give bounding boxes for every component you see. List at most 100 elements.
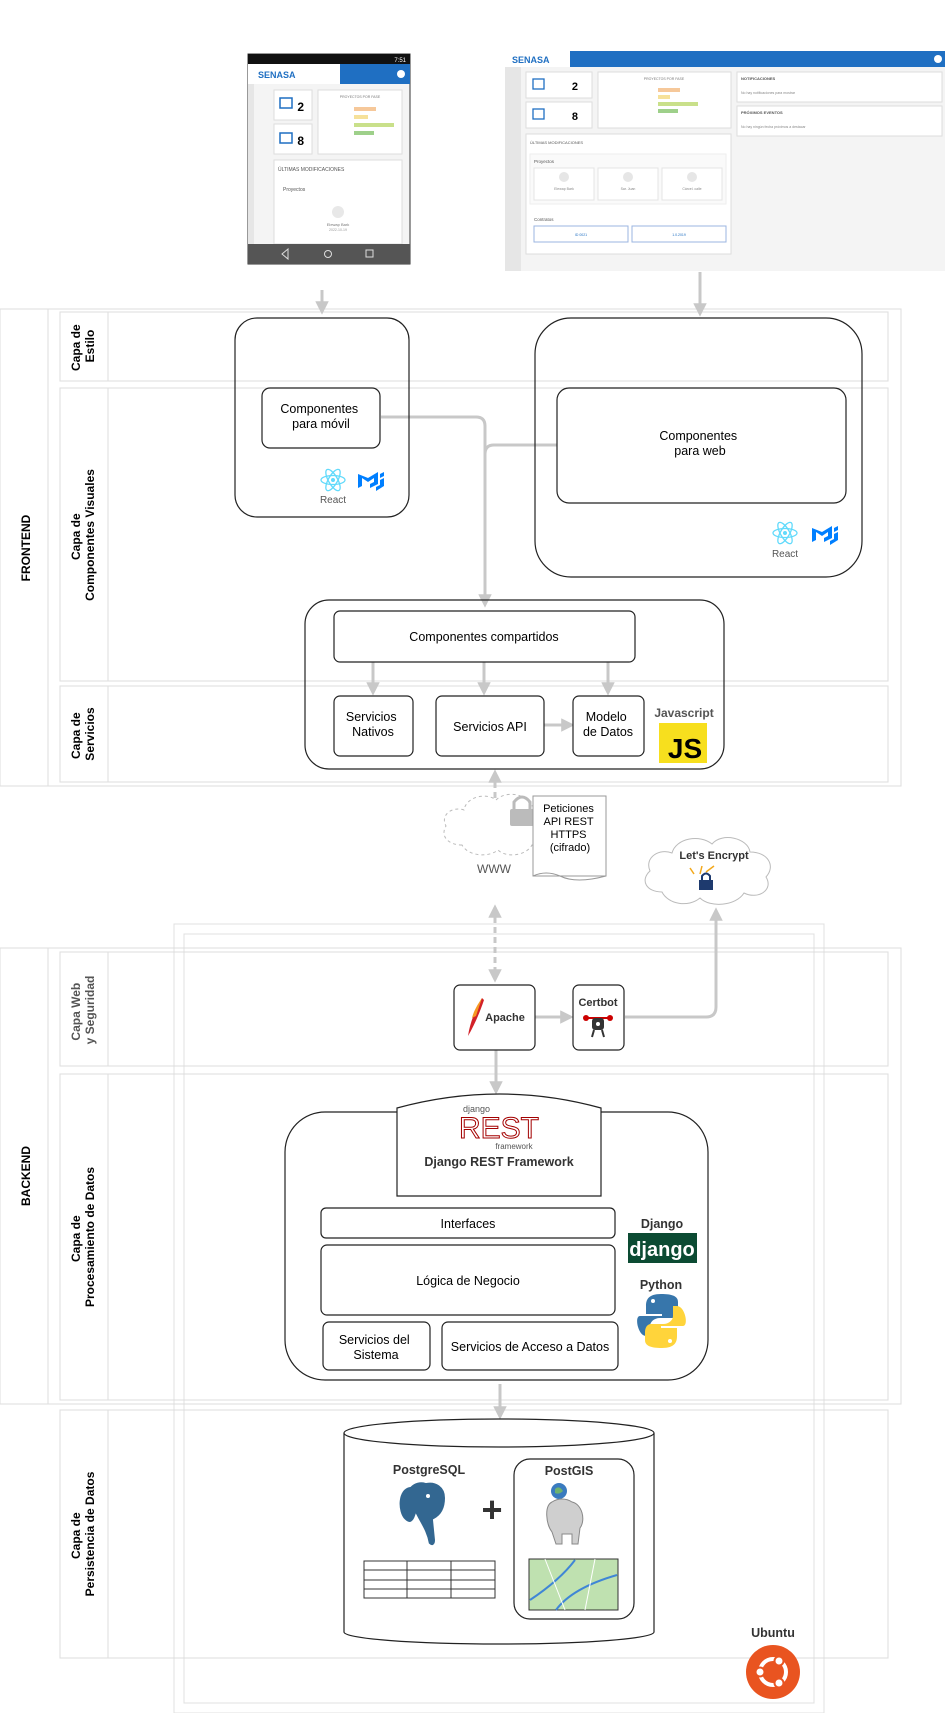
web-stat1: 2: [572, 81, 578, 93]
note-line2: API REST: [544, 816, 594, 828]
api-services-label: Servicios API: [453, 720, 527, 734]
mobile-item-name: Elewap Bark: [327, 222, 349, 227]
style-layer-line1: Capa de: [69, 324, 83, 371]
web-components-line1: Componentes: [659, 429, 737, 443]
django-logo-text: django: [629, 1239, 695, 1261]
persistence-layer-band: [59, 1409, 889, 1659]
svg-text:Capa Web y Seguridad: Capa Web y Seguridad: [69, 976, 97, 1045]
web-container: Componentes para web React: [534, 317, 863, 578]
web-security-layer-band: [59, 951, 889, 1067]
mui-icon: [358, 472, 384, 491]
python-label: Python: [640, 1278, 682, 1292]
apache-box: Apache: [453, 984, 536, 1051]
processing-layer-band: [59, 1073, 889, 1401]
mobile-components-box: [261, 387, 381, 449]
mobile-logo: SENASA: [258, 70, 296, 80]
postgis-elephant-icon: [546, 1483, 584, 1545]
web-security-layer-line1: Capa Web: [69, 983, 83, 1041]
note-line5: (cifrado): [550, 842, 590, 854]
web-contract-1: 1.0.2019: [672, 233, 686, 237]
processing-layer-line2: Procesamiento de Datos: [83, 1167, 97, 1307]
django-logo-icon: [628, 1233, 697, 1263]
persistence-layer-line1: Capa de: [69, 1512, 83, 1559]
web-item-0: Elewap Bark: [554, 187, 574, 191]
react-label-web: React: [772, 549, 798, 560]
system-services-line2: Sistema: [353, 1348, 398, 1362]
ubuntu-logo-icon: [746, 1645, 800, 1699]
ubuntu-badge: Ubuntu: [746, 1626, 800, 1699]
web-chart-title: PROYECTOS POR FASE: [644, 77, 685, 81]
mobile-screenshot: 7:51 SENASA 2 8 PROYECTOS POR FASE ÚLTIM…: [247, 53, 411, 265]
lets-encrypt-label: Let's Encrypt: [679, 850, 749, 862]
services-layer-line2: Servicios: [83, 707, 97, 761]
visual-components-layer-band: [59, 387, 889, 682]
data-access-box: [441, 1321, 619, 1371]
visual-layer-line2: Componentes Visuales: [83, 469, 97, 601]
svg-text:Peticiones API REST: Peticiones API REST HTTPS (cifrado): [543, 803, 597, 854]
mobile-time: 7:51: [394, 58, 406, 64]
postgresql-elephant-icon: [397, 1480, 448, 1548]
data-model-line2: de Datos: [583, 725, 633, 739]
arrow-mobile-to-shared: [381, 415, 492, 608]
ubuntu-label: Ubuntu: [751, 1626, 795, 1640]
native-services-line2: Nativos: [352, 725, 394, 739]
react-icon: [772, 521, 798, 545]
web-notifications: NOTIFICACIONES: [741, 76, 776, 81]
svg-text:Capa de Estilo: Capa de Estilo: [69, 321, 97, 371]
svg-text:Componentes para móvil: Componentes para móvil: [280, 402, 361, 431]
svg-text:Servicios Nativos: Servicios Nativos: [346, 710, 400, 739]
business-logic-box: [320, 1244, 616, 1316]
web-item-2: Cárcel. calle: [682, 187, 701, 191]
web-contract-0: ID 0021: [575, 233, 587, 237]
connectors: [315, 272, 723, 1420]
table-icon: [363, 1560, 496, 1599]
native-services-line1: Servicios: [346, 710, 397, 724]
mobile-item-date: 2022-10-19: [329, 228, 347, 232]
web-notifications-text: No hay notificaciones para mostrar: [741, 91, 796, 95]
drf-title: Django REST Framework: [424, 1155, 573, 1169]
react-icon: [320, 468, 346, 492]
react-label-mobile: React: [320, 495, 346, 506]
mobile-projects: Proyectos: [283, 187, 306, 193]
web-stat2: 8: [572, 111, 578, 123]
mobile-stat2: 8: [297, 134, 304, 148]
certbot-label: Certbot: [578, 997, 617, 1009]
postgis-label: PostGIS: [545, 1464, 594, 1478]
mobile-recent-title: ÚLTIMAS MODIFICACIONES: [278, 166, 345, 173]
javascript-label: Javascript: [654, 706, 713, 720]
svg-text:Capa de Componentes Visu: Capa de Componentes Visuales: [69, 469, 97, 601]
services-layer-line1: Capa de: [69, 712, 83, 759]
visual-layer-line1: Capa de: [69, 513, 83, 560]
system-services-line1: Servicios del: [339, 1333, 410, 1347]
svg-text:Capa de Persistencia de: Capa de Persistencia de Datos: [69, 1471, 97, 1596]
mobile-stat1: 2: [297, 100, 304, 114]
svg-text:Componentes para web: Componentes para web: [659, 429, 740, 458]
style-layer-line2: Estilo: [83, 330, 97, 363]
system-services-box: [322, 1321, 431, 1371]
note-line4: HTTPS: [550, 829, 586, 841]
business-logic-label: Lógica de Negocio: [416, 1274, 520, 1288]
web-events-text: No hay ningún fecha próximos a destacar: [741, 125, 806, 129]
mobile-container: Componentes para móvil React: [234, 317, 410, 518]
processing-container: django REST framework Django REST Framew…: [284, 1093, 709, 1381]
postgresql-label: PostgreSQL: [393, 1463, 466, 1477]
mobile-chart-title: PROYECTOS POR FASE: [340, 95, 381, 99]
certbot-robot-icon: [583, 1015, 613, 1038]
web-screenshot: SENASA 2 8 PROYECTOS POR FASE NOTIFICACI…: [505, 51, 945, 271]
native-services-box: [333, 695, 414, 757]
js-logo-icon: [659, 723, 707, 763]
style-layer-band: [59, 311, 889, 382]
note-line1: Peticiones: [543, 803, 594, 815]
interfaces-box: [320, 1207, 616, 1239]
web-projects: Proyectos: [534, 159, 555, 164]
shared-components-label: Componentes compartidos: [409, 630, 558, 644]
lets-encrypt-lock-icon: [689, 865, 715, 890]
shared-components-box: [333, 610, 636, 663]
web-components-line2: para web: [674, 444, 725, 458]
arrow-web-to-shared: [483, 443, 557, 605]
lock-icon: [510, 795, 534, 826]
lets-encrypt-cloud: Let's Encrypt: [644, 837, 771, 905]
mui-icon: [812, 526, 838, 545]
mobile-components-line2: para móvil: [292, 417, 350, 431]
